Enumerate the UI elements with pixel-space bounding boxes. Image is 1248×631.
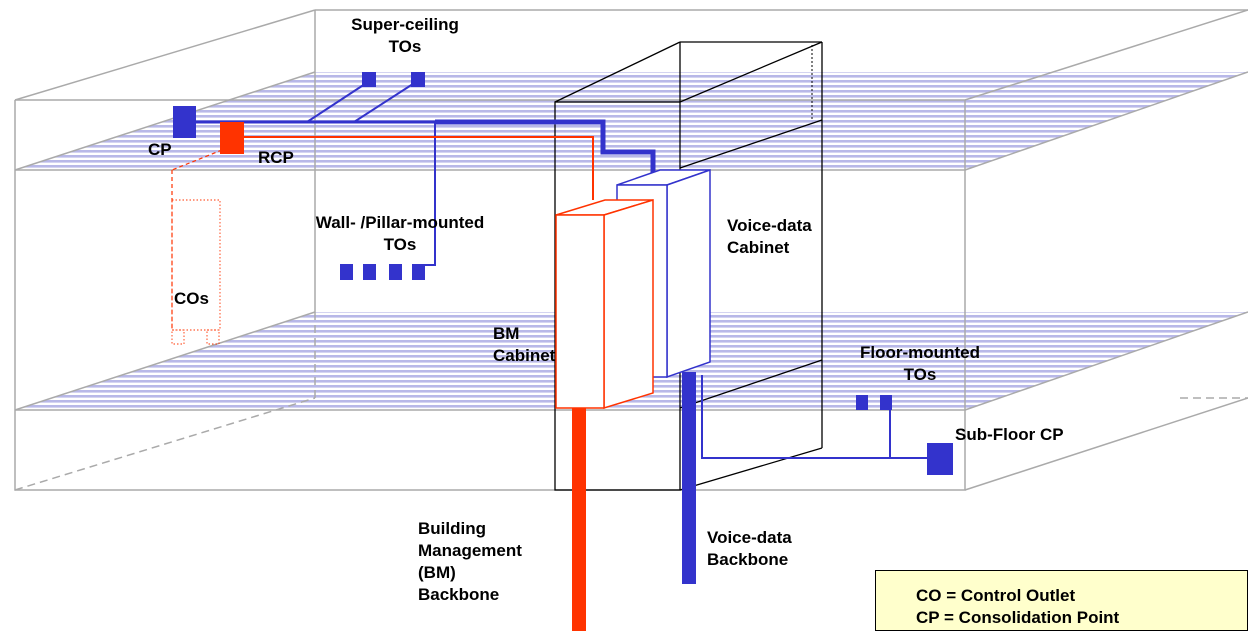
floor-mounted-tos-label: Floor-mounted TOs: [860, 343, 980, 384]
super-ceiling-to: [362, 72, 376, 87]
cos-outline: [171, 199, 221, 345]
voice-data-backbone: [682, 372, 696, 584]
super-ceiling-tos-label: Super-ceiling TOs: [351, 15, 459, 56]
bm-cabinet: [555, 198, 654, 410]
rcp-block: [220, 122, 244, 154]
bm-backbone: [572, 408, 586, 631]
super-ceiling-to: [411, 72, 425, 87]
legend-box: CO = Control Outlet CP = Consolidation P…: [875, 570, 1248, 631]
floor-mounted-to: [856, 395, 868, 410]
floor-mounted-to: [880, 395, 892, 410]
legend-item-cp: CP = Consolidation Point: [916, 608, 1120, 627]
wall-pillar-tos: [340, 264, 425, 280]
bm-backbone-label: Building Management (BM) Backbone: [418, 519, 522, 604]
hidden-edges: [14, 312, 1248, 491]
sub-floor-cp-block: [927, 443, 953, 475]
riser-shaft: [554, 41, 823, 491]
cp-label: CP: [148, 140, 172, 159]
cp-block: [173, 106, 196, 138]
rcp-label: RCP: [258, 148, 294, 167]
sub-floor-cp-label: Sub-Floor CP: [955, 425, 1064, 444]
voice-data-backbone-label: Voice-data Backbone: [707, 528, 792, 569]
legend-item-co: CO = Control Outlet: [916, 586, 1076, 605]
bm-cabinet-label: BM Cabinet: [493, 324, 556, 365]
cos-label: COs: [174, 289, 209, 308]
voice-data-cabinet-label: Voice-data Cabinet: [727, 216, 812, 257]
ceiling-plane: [15, 72, 1248, 170]
wall-pillar-tos-label: Wall- /Pillar-mounted TOs: [315, 213, 485, 254]
